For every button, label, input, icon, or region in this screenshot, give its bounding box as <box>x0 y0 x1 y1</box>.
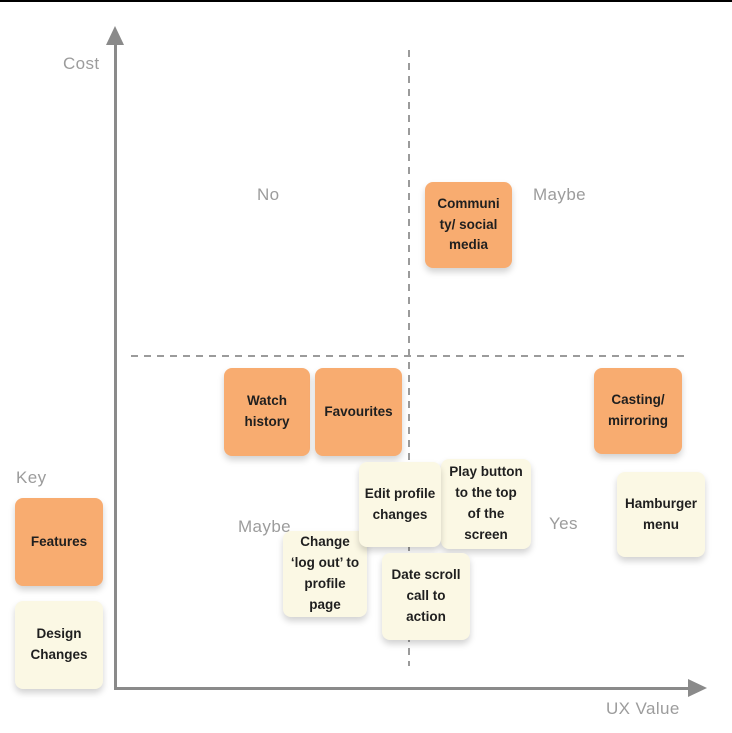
sticky-note-favourites[interactable]: Favourites <box>315 368 402 456</box>
sticky-note-date-scroll-cta[interactable]: Date scroll call to action <box>382 553 470 640</box>
x-axis-label: UX Value <box>606 699 680 718</box>
x-axis-arrow-icon <box>688 679 707 697</box>
key-swatch-features[interactable]: Features <box>15 498 103 586</box>
quadrant-label-top-left: No <box>257 185 280 204</box>
y-axis-arrow-icon <box>106 26 124 45</box>
quadrant-label-top-right: Maybe <box>533 185 587 204</box>
sticky-note-change-logout[interactable]: Change ‘log out’ to profile page <box>283 531 367 617</box>
sticky-note-community-social-media[interactable]: Communi ty/ social media <box>425 182 512 268</box>
quadrant-label-bottom-right: Yes <box>549 514 578 533</box>
sticky-note-edit-profile[interactable]: Edit profile changes <box>359 462 441 547</box>
y-axis-line <box>114 40 117 690</box>
top-border-line <box>0 0 732 2</box>
sticky-note-watch-history[interactable]: Watch history <box>224 368 310 456</box>
key-swatch-design-changes[interactable]: Design Changes <box>15 601 103 689</box>
sticky-note-hamburger-menu[interactable]: Hamburger menu <box>617 472 705 557</box>
y-axis-label: Cost <box>63 54 100 73</box>
sticky-note-casting-mirroring[interactable]: Casting/ mirroring <box>594 368 682 454</box>
sticky-note-play-button-top[interactable]: Play button to the top of the screen <box>441 459 531 549</box>
vertical-divider-dashed <box>408 50 410 666</box>
key-title: Key <box>16 468 47 487</box>
quadrant-label-bottom-left: Maybe <box>238 517 292 536</box>
x-axis-line <box>114 687 690 690</box>
horizontal-divider-dashed <box>131 355 685 357</box>
